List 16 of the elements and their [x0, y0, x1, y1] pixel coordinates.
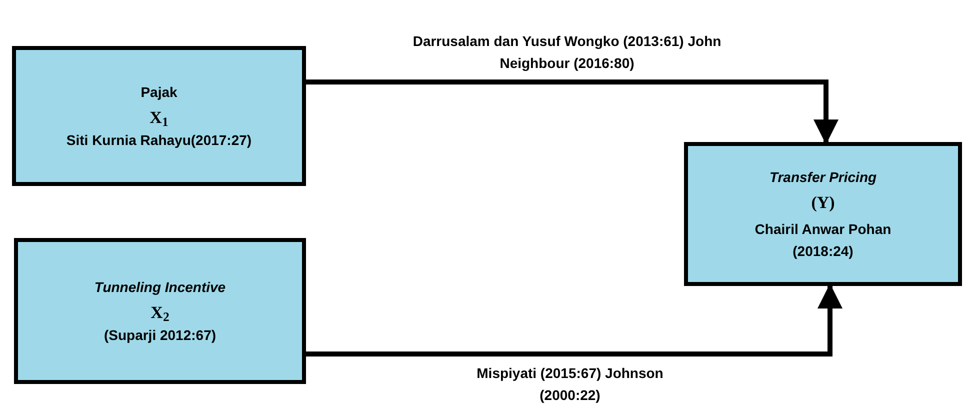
variable-symbol: (Y) — [811, 192, 835, 214]
variable-box — [684, 142, 962, 286]
variable-symbol: X$_{2}$ — [150, 302, 170, 324]
variable-symbol: X$_{1}$ — [150, 107, 168, 129]
variable-name: Tunneling Incentive — [94, 278, 226, 297]
variable-name: Transfer Pricing — [769, 168, 877, 187]
arrow — [306, 284, 842, 356]
reference-text: (Suparji 2012:67) — [104, 326, 216, 345]
arrow — [306, 80, 838, 144]
reference-text: Siti Kurnia Rahayu(2017:27) — [66, 131, 252, 150]
edge-label: Darrusalam dan Yusuf Wongko (2013:61) John Neighbour (2016:80) — [412, 32, 722, 73]
edge-label: Mispiyati (2015:67) Johnson (2000:22) — [476, 364, 664, 405]
variable-name: Pajak — [140, 83, 178, 102]
reference-text: Chairil Anwar Pohan (2018:24) — [754, 220, 892, 261]
variable-box — [14, 238, 306, 384]
variable-box — [12, 46, 306, 186]
